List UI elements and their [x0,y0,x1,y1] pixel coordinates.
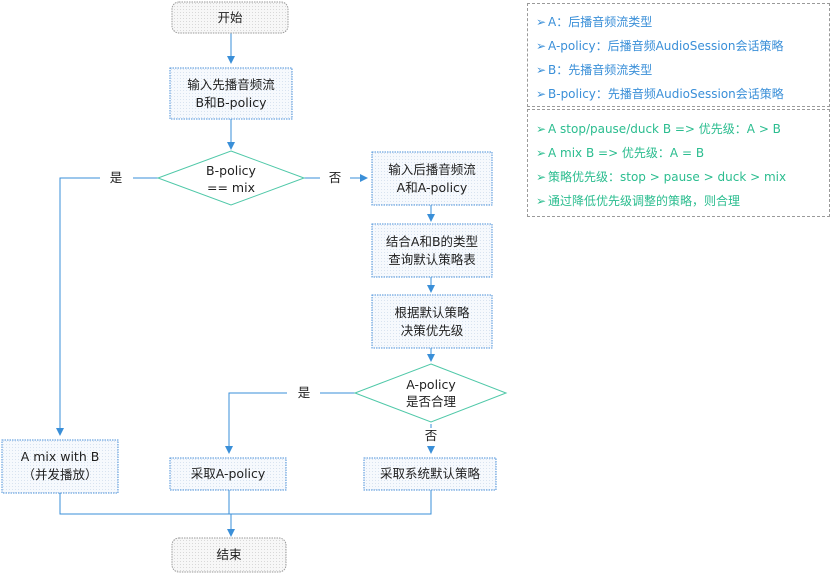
query-table-node: 结合A和B的类型 查询默认策略表 [371,223,493,278]
decision-mix-line1: B-policy [206,163,256,178]
end-label: 结束 [216,547,242,562]
legend-item: ➢A mix B => 优先级：A = B [536,141,821,165]
start-node: 开始 [171,1,289,34]
legend-item: ➢A-policy：后播音频AudioSession会话策略 [536,34,821,58]
arrow-bullet-icon: ➢ [536,146,547,160]
input-a-line2: A和A-policy [397,180,468,195]
legend-item: ➢策略优先级：stop > pause > duck > mix [536,165,821,189]
edge-label-mix-no: 否 [329,170,342,185]
arrow-bullet-icon: ➢ [536,15,547,29]
input-b-line1: 输入先播音频流 [187,77,275,92]
arrow-bullet-icon: ➢ [536,122,547,136]
decision-mix-line2: == mix [207,180,255,195]
arrow-bullet-icon: ➢ [536,63,547,77]
legend-item: ➢A stop/pause/duck B => 优先级：A > B [536,117,821,141]
arrow-bullet-icon: ➢ [536,39,547,53]
input-b-node: 输入先播音频流 B和B-policy [169,67,293,120]
query-table-line1: 结合A和B的类型 [386,234,478,249]
decision-mix-node: B-policy == mix [156,150,306,206]
legend-item: ➢B-policy：先播音频AudioSession会话策略 [536,82,821,106]
query-table-line2: 查询默认策略表 [388,252,476,267]
decide-priority-line1: 根据默认策略 [394,305,470,320]
end-node: 结束 [171,537,287,573]
use-default-node: 采取系统默认策略 [363,457,497,491]
input-a-node: 输入后播音频流 A和A-policy [371,151,493,206]
decision-reasonable-line1: A-policy [406,377,456,392]
mix-result-line2: （并发播放） [22,467,97,482]
arrow-bullet-icon: ➢ [536,170,547,184]
input-a-line1: 输入后播音频流 [388,162,476,177]
start-label: 开始 [217,10,243,25]
decide-priority-line2: 决策优先级 [401,323,464,338]
legend-item: ➢通过降低优先级调整的策略，则合理 [536,189,821,213]
legend-definitions: ➢A：后播音频流类型 ➢A-policy：后播音频AudioSession会话策… [527,3,830,107]
arrow-bullet-icon: ➢ [536,87,547,101]
mix-result-node: A mix with B （并发播放） [1,439,119,494]
legend-rules: ➢A stop/pause/duck B => 优先级：A > B ➢A mix… [527,109,830,217]
edge-reasonable-yes-down [225,392,287,454]
input-b-line2: B和B-policy [196,95,268,110]
legend-item: ➢B：先播音频流类型 [536,58,821,82]
edge-mix-to-merge [59,490,432,515]
mix-result-line1: A mix with B [21,449,100,464]
decision-reasonable-line2: 是否合理 [406,394,457,409]
decide-priority-node: 根据默认策略 决策优先级 [371,294,493,349]
use-a-policy-node: 采取A-policy [169,457,287,491]
edge-label-reasonable-yes: 是 [298,385,311,400]
edge-mix-yes-down [56,177,100,436]
arrow-bullet-icon: ➢ [536,194,547,208]
legend-item: ➢A：后播音频流类型 [536,10,821,34]
edge-label-reasonable-no: 否 [425,428,438,443]
decision-reasonable-node: A-policy 是否合理 [353,363,508,423]
edge-label-mix-yes: 是 [110,170,123,185]
use-default-label: 采取系统默认策略 [380,466,481,481]
use-a-policy-label: 采取A-policy [191,466,266,481]
